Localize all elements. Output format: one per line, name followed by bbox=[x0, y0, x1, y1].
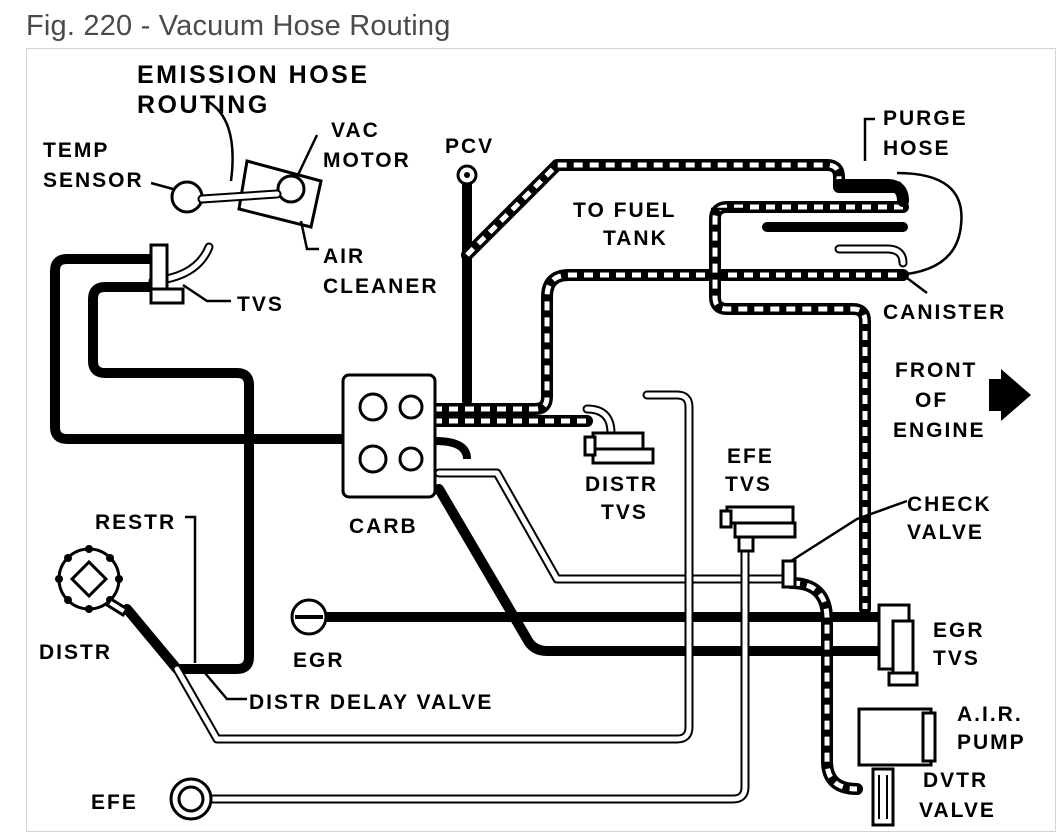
label-egr: EGR bbox=[293, 649, 345, 672]
diagram-title-line2: ROUTING bbox=[137, 91, 270, 119]
vac-motor-leader bbox=[295, 134, 319, 178]
label-efe: EFE bbox=[91, 791, 138, 814]
label-distr-tvs-2: TVS bbox=[601, 501, 648, 524]
label-restr: RESTR bbox=[95, 511, 176, 534]
label-distr-delay-valve: DISTR DELAY VALVE bbox=[249, 691, 493, 714]
air-cleaner-leader bbox=[299, 220, 319, 251]
label-tvs: TVS bbox=[237, 293, 284, 316]
tvs-valve bbox=[149, 243, 185, 305]
label-front-of-engine-3: ENGINE bbox=[893, 419, 986, 442]
hose-tvs-distr-delay bbox=[88, 282, 254, 674]
canister-leader bbox=[902, 274, 928, 294]
label-dvtr-valve-2: VALVE bbox=[919, 799, 996, 822]
label-distr-tvs-1: DISTR bbox=[585, 473, 658, 496]
purge-leader bbox=[863, 117, 875, 161]
label-efe-tvs-2: TVS bbox=[725, 473, 772, 496]
label-egr-tvs-1: EGR bbox=[933, 619, 985, 642]
label-purge-hose-1: PURGE bbox=[883, 107, 968, 130]
egr-tvs-valve bbox=[877, 603, 919, 687]
dvtr-valve bbox=[871, 767, 895, 827]
canister bbox=[833, 171, 963, 277]
label-front-of-engine-1: FRONT bbox=[895, 359, 977, 382]
label-to-fuel-tank-2: TANK bbox=[603, 227, 668, 250]
label-check-valve-1: CHECK bbox=[907, 493, 992, 516]
distributor bbox=[55, 545, 130, 618]
air-pump bbox=[857, 707, 937, 767]
label-vac-motor-1: VAC bbox=[331, 119, 380, 142]
restr-leader bbox=[185, 515, 197, 663]
label-efe-tvs-1: EFE bbox=[727, 445, 774, 468]
label-air-cleaner-1: AIR bbox=[323, 245, 365, 268]
air-cleaner-assembly bbox=[170, 99, 323, 229]
hose-tvs-carb bbox=[50, 254, 352, 444]
label-air-pump-1: A.I.R. bbox=[957, 703, 1023, 726]
check-valve bbox=[781, 499, 908, 589]
front-arrow-icon bbox=[989, 369, 1031, 421]
diagram-panel: EMISSION HOSE ROUTING TEMP SENSOR VAC MO… bbox=[26, 48, 1056, 832]
label-air-pump-2: PUMP bbox=[957, 731, 1026, 754]
label-temp-sensor-2: SENSOR bbox=[43, 169, 144, 192]
diagram-title-line1: EMISSION HOSE bbox=[137, 61, 370, 89]
vacuum-hose-diagram: EMISSION HOSE ROUTING TEMP SENSOR VAC MO… bbox=[39, 61, 1031, 827]
label-temp-sensor-1: TEMP bbox=[43, 139, 109, 162]
figure-caption: Fig. 220 - Vacuum Hose Routing bbox=[26, 10, 451, 42]
label-check-valve-2: VALVE bbox=[907, 521, 984, 544]
efe-tvs-valve bbox=[719, 505, 797, 553]
distr-delay-leader bbox=[204, 672, 247, 701]
label-canister: CANISTER bbox=[883, 301, 1006, 324]
label-distr: DISTR bbox=[39, 641, 112, 664]
label-carb: CARB bbox=[349, 515, 418, 538]
label-to-fuel-tank-1: TO FUEL bbox=[573, 199, 676, 222]
egr-valve bbox=[290, 598, 328, 636]
pcv-valve bbox=[456, 164, 478, 186]
distr-tvs-valve bbox=[583, 431, 655, 465]
hose-carb-egr-tvs-lower bbox=[434, 484, 890, 656]
label-air-cleaner-2: CLEANER bbox=[323, 275, 439, 298]
label-front-of-engine-2: OF bbox=[915, 389, 948, 412]
carburetor bbox=[341, 373, 471, 499]
label-egr-tvs-2: TVS bbox=[933, 647, 980, 670]
hollow-hoses bbox=[148, 242, 908, 804]
label-vac-motor-2: MOTOR bbox=[323, 149, 411, 172]
tvs-leader bbox=[182, 283, 231, 303]
label-purge-hose-2: HOSE bbox=[883, 137, 951, 160]
hose-distr-restr bbox=[122, 604, 182, 674]
label-pcv: PCV bbox=[445, 135, 494, 158]
label-dvtr-valve-1: DVTR bbox=[923, 769, 988, 792]
temp-sensor-leader bbox=[150, 181, 174, 191]
efe-actuator bbox=[169, 777, 213, 821]
